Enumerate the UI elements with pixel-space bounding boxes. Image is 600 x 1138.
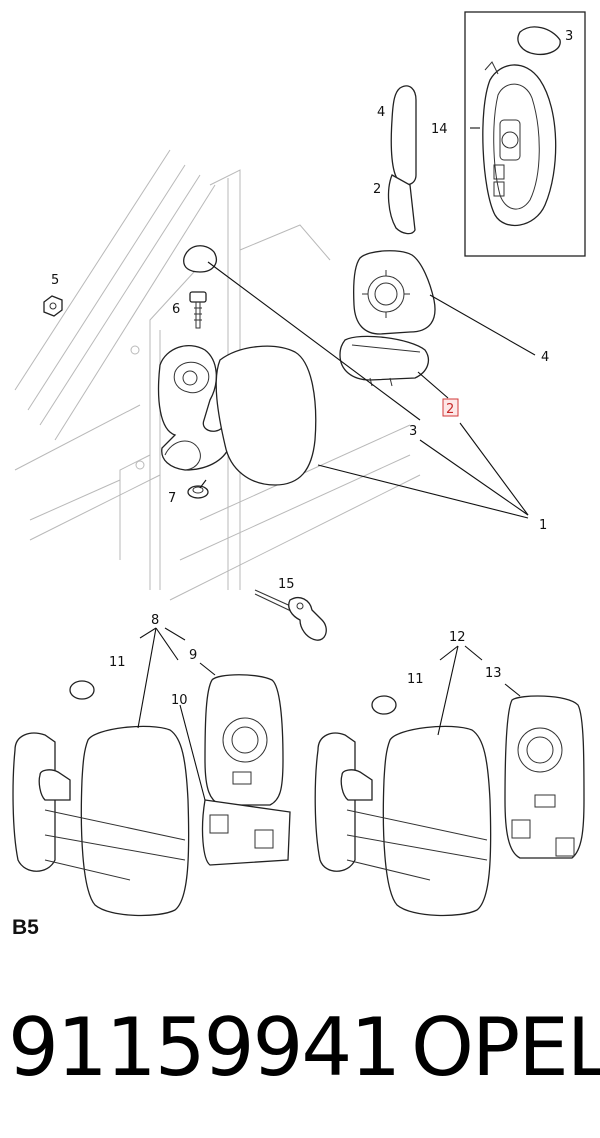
part-number: 91159941 [8, 1001, 401, 1094]
callout-12: 12 [449, 630, 466, 645]
mirror-clip-2 [339, 335, 429, 381]
highlight-box-2 [442, 398, 459, 417]
leader-lines [137, 127, 536, 801]
grommet-7 [187, 485, 209, 499]
mirror-back-plate-4 [353, 250, 436, 335]
mirror-assembly-8 [12, 680, 190, 917]
callout-3-top: 3 [565, 29, 573, 44]
callout-14: 14 [431, 122, 448, 137]
mirror-glass-2-top [387, 174, 416, 235]
mirror-cap-3 [183, 245, 217, 273]
callout-1: 1 [539, 518, 547, 533]
callout-2-highlight: 2 [446, 402, 454, 417]
callout-15: 15 [278, 577, 295, 592]
bolt-6 [189, 291, 207, 329]
cable-15 [254, 589, 327, 641]
callout-9: 9 [189, 648, 197, 663]
callout-4-top: 4 [377, 105, 385, 120]
section-label: B5 [12, 916, 39, 939]
callout-3-mid: 3 [409, 424, 417, 439]
callout-7: 7 [168, 491, 176, 506]
callout-6: 6 [172, 302, 180, 317]
mirror-back-plate-9 [204, 674, 284, 806]
callout-4-mid: 4 [541, 350, 549, 365]
callout-8: 8 [151, 613, 159, 628]
mirror-glass-4-top [390, 85, 417, 186]
mirror-back-plate-13 [504, 695, 585, 859]
callout-2-top: 2 [373, 182, 381, 197]
mirror-assembly-1 [157, 345, 317, 486]
brand-name: OPEL [411, 1001, 600, 1094]
callout-13: 13 [485, 666, 502, 681]
inset-frame [464, 11, 586, 257]
parts-diagram: 3 14 4 2 5 6 4 2 3 7 1 15 8 12 9 11 13 1… [12, 11, 586, 917]
inset-mirror-housing [482, 26, 561, 227]
callout-11-left: 11 [109, 655, 126, 670]
callout-10: 10 [171, 693, 188, 708]
callout-11-right: 11 [407, 672, 424, 687]
callout-5: 5 [51, 273, 59, 288]
mirror-glass-10 [201, 799, 291, 866]
mirror-assembly-12 [314, 695, 492, 917]
nut-5 [43, 295, 63, 317]
